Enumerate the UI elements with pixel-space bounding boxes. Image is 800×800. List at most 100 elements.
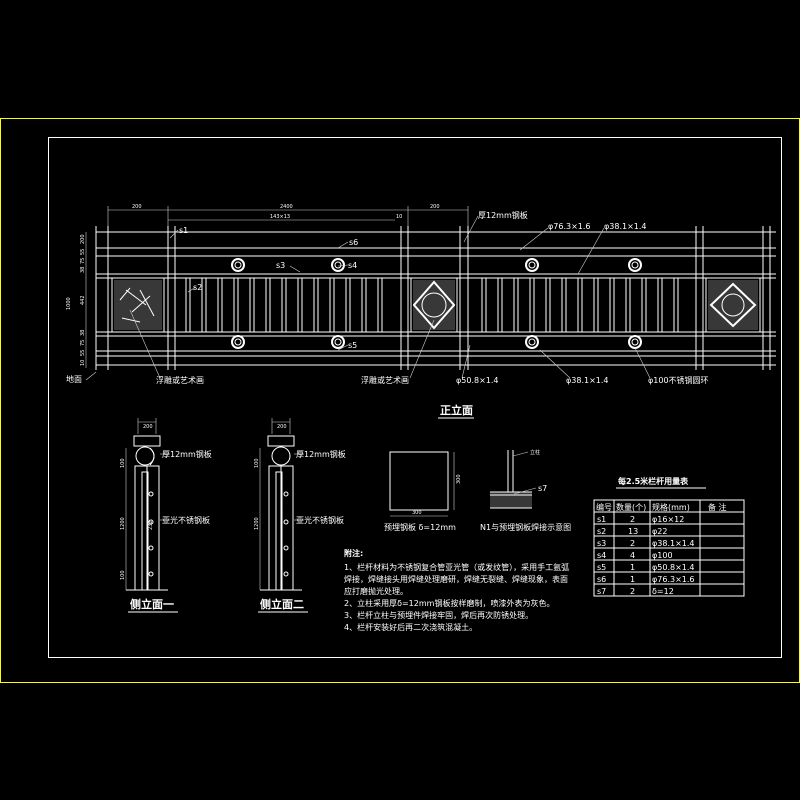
balusters-bay-1 <box>185 278 383 332</box>
svg-text:55: 55 <box>80 350 86 356</box>
svg-text:2: 2 <box>630 515 635 524</box>
svg-text:1200: 1200 <box>254 517 260 530</box>
front-elevation-title: 正立面 <box>440 403 473 417</box>
label-ground: 地面 <box>66 374 82 384</box>
plate-caption: 预埋钢板 δ=12mm <box>384 522 456 532</box>
dim-top-mid: 2400 <box>280 204 293 210</box>
label-s1: s1 <box>179 226 188 235</box>
svg-text:φ38.1×1.4: φ38.1×1.4 <box>652 539 695 548</box>
notes-heading: 附注: <box>344 548 363 558</box>
note-line-2: 焊接，焊缝接头用焊缝处理磨研，焊缝无裂缝、焊缝现象，表面 <box>344 574 568 584</box>
svg-text:1: 1 <box>630 563 635 572</box>
side1-steel-label: 亚光不锈钢板 <box>162 515 210 525</box>
svg-text:s1: s1 <box>597 515 606 524</box>
side2-plate-label: 厚12mm钢板 <box>296 449 346 459</box>
side-elevation-1: 200 100 1200 100 232 厚12mm钢板 亚光不锈钢板 侧立面一 <box>120 418 212 613</box>
side1-title: 侧立面一 <box>130 597 174 611</box>
label-pipe-38-top: φ38.1×1.4 <box>604 222 647 231</box>
svg-text:300: 300 <box>412 510 422 516</box>
notes: 附注: 1、栏杆材料为不锈钢复合管亚光管（或发纹管），采用手工氩弧 焊接，焊缝接… <box>344 548 569 632</box>
inner-frame <box>48 137 782 658</box>
balusters-bay-2 <box>481 278 679 332</box>
side2-dim-top: 200 <box>277 424 287 430</box>
note-line-4: 2、立柱采用厚δ=12mm钢板按样磨制，喷漆外表为灰色。 <box>344 598 554 608</box>
svg-text:φ22: φ22 <box>652 527 667 536</box>
svg-text:75: 75 <box>80 258 86 264</box>
side1-dim-top: 200 <box>143 424 153 430</box>
svg-text:100: 100 <box>254 458 260 468</box>
label-plate-12mm: 厚12mm钢板 <box>478 210 528 220</box>
svg-text:232: 232 <box>148 520 154 530</box>
material-table: 每2.5米栏杆用量表 编号 数量(个) 规格(mm) 备 注 s1 2 φ16×… <box>593 476 745 597</box>
svg-text:100: 100 <box>120 570 126 580</box>
posts <box>95 226 771 370</box>
svg-text:s4: s4 <box>597 551 606 560</box>
svg-text:s2: s2 <box>597 527 606 536</box>
note-line-6: 4、栏杆安装好后再二次浇筑混凝土。 <box>344 622 477 632</box>
svg-text:φ50.8×1.4: φ50.8×1.4 <box>652 563 695 572</box>
carved-panel-left <box>111 277 165 333</box>
label-s3: s3 <box>276 261 285 270</box>
dim-top-left: 200 <box>132 204 142 210</box>
label-s2: s2 <box>193 283 202 292</box>
front-elevation: 200 2400 200 143×13 10 1000 200 55 75 38… <box>66 204 776 419</box>
dim-height: 1000 <box>66 297 72 310</box>
svg-text:55: 55 <box>80 249 86 255</box>
table-header-spec: 规格(mm) <box>652 502 690 512</box>
svg-text:300: 300 <box>456 474 462 484</box>
carved-panel-middle <box>410 277 458 333</box>
svg-text:13: 13 <box>628 527 638 536</box>
svg-text:s6: s6 <box>597 575 606 584</box>
label-s7: s7 <box>538 484 547 493</box>
svg-text:10: 10 <box>80 360 86 366</box>
table-row: s2 13 φ22 <box>597 527 667 536</box>
svg-text:φ100: φ100 <box>652 551 673 560</box>
note-line-3: 应打磨抛光处理。 <box>344 586 408 596</box>
table-title: 每2.5米栏杆用量表 <box>618 476 689 486</box>
svg-text:38: 38 <box>80 330 86 336</box>
svg-text:2: 2 <box>630 539 635 548</box>
side2-title: 侧立面二 <box>260 597 304 611</box>
weld-detail: 立柱 s7 N1与预埋钢板焊接示意图 <box>480 449 571 532</box>
post-label: 立柱 <box>530 449 540 456</box>
svg-text:38: 38 <box>80 267 86 273</box>
table-row: s4 4 φ100 <box>597 551 673 560</box>
label-pipe-100: φ100不锈钢圆环 <box>648 375 709 385</box>
svg-text:φ76.3×1.6: φ76.3×1.6 <box>652 575 695 584</box>
embedded-plate-detail: 300 300 预埋钢板 δ=12mm <box>384 451 462 532</box>
svg-text:1200: 1200 <box>120 517 126 530</box>
side-elevation-2: 200 100 1200 厚12mm钢板 亚光不锈钢板 侧立面二 <box>254 418 346 613</box>
svg-text:75: 75 <box>80 340 86 346</box>
weld-caption: N1与预埋钢板焊接示意图 <box>480 522 571 532</box>
svg-text:δ=12: δ=12 <box>652 587 674 596</box>
outer-frame <box>0 118 800 683</box>
table-row: s5 1 φ50.8×1.4 <box>597 563 695 572</box>
table-row: s7 2 δ=12 <box>597 587 674 596</box>
table-header-note: 备 注 <box>708 502 727 512</box>
svg-text:s7: s7 <box>597 587 606 596</box>
label-pipe-38-bottom: φ38.1×1.4 <box>566 376 609 385</box>
leaders <box>85 215 651 381</box>
table-row: s6 1 φ76.3×1.6 <box>597 575 695 584</box>
side2-steel-label: 亚光不锈钢板 <box>296 515 344 525</box>
table-row: s3 2 φ38.1×1.4 <box>597 539 695 548</box>
svg-text:100: 100 <box>120 458 126 468</box>
carved-panel-right <box>705 277 761 333</box>
label-s6: s6 <box>349 238 358 247</box>
svg-text:2: 2 <box>630 587 635 596</box>
svg-text:442: 442 <box>80 295 86 305</box>
dim-sub: 143×13 <box>270 214 290 220</box>
label-carve-middle: 浮雕或艺术画 <box>361 375 409 385</box>
label-pipe-76: φ76.3×1.6 <box>548 222 591 231</box>
label-s4: s4 <box>348 261 357 270</box>
svg-text:1: 1 <box>630 575 635 584</box>
dim-top-right: 200 <box>430 204 440 210</box>
label-s5: s5 <box>348 341 357 350</box>
dim-sub-right: 10 <box>396 214 402 220</box>
svg-text:4: 4 <box>630 551 635 560</box>
table-header-id: 编号 <box>596 502 612 512</box>
side1-plate-label: 厚12mm钢板 <box>162 449 212 459</box>
svg-text:s5: s5 <box>597 563 606 572</box>
label-pipe-50: φ50.8×1.4 <box>456 376 499 385</box>
